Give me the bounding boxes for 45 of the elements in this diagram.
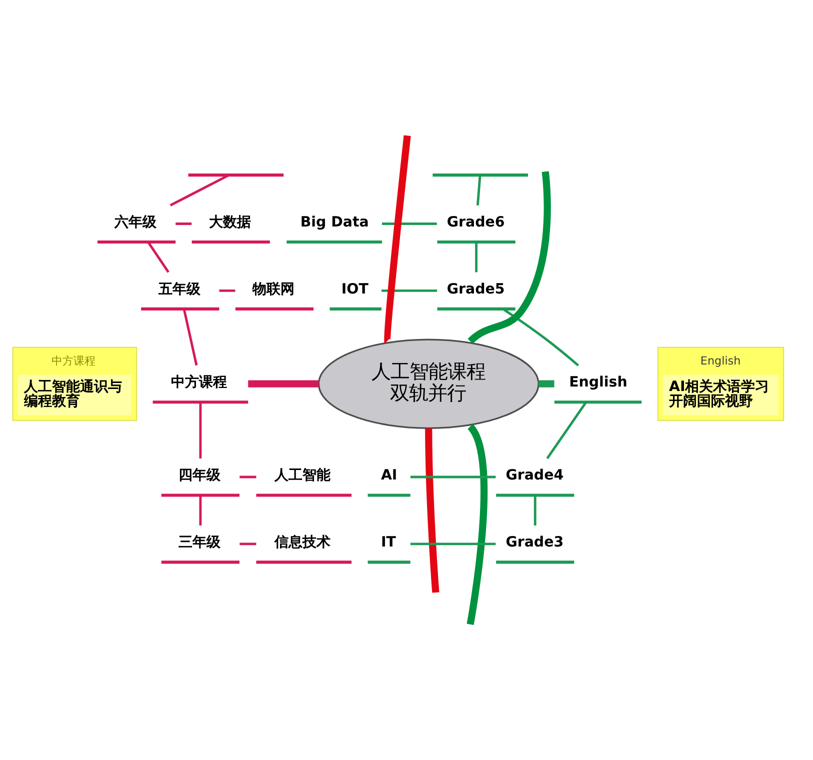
connector (382, 222, 437, 225)
connector (176, 222, 192, 225)
connector (199, 495, 202, 526)
connector (199, 402, 202, 458)
node-bar (432, 174, 528, 177)
connector (383, 135, 411, 342)
connector (534, 495, 536, 526)
node-bar (188, 174, 284, 177)
connector (240, 476, 256, 478)
node-text: Big Data (300, 214, 369, 230)
node-text: IOT (341, 281, 368, 298)
node-text: 人工智能 (274, 468, 330, 484)
connector (248, 380, 319, 388)
connector (410, 542, 496, 546)
node-text: 中方课程 (171, 374, 228, 391)
connector (468, 171, 551, 344)
node-text: 六年级 (114, 214, 157, 230)
node-text: 信息技术 (274, 534, 330, 551)
node-text: 大数据 (209, 214, 252, 230)
node-text: AI (380, 468, 398, 484)
node-text: Grade6 (446, 214, 505, 230)
connector (240, 542, 256, 546)
node-text: Grade3 (506, 534, 564, 551)
node-text: 物联网 (252, 281, 295, 298)
node-text: 五年级 (158, 281, 200, 298)
connector (170, 174, 230, 206)
connector (476, 175, 482, 206)
connector (425, 428, 440, 593)
node-text: Grade4 (506, 468, 564, 484)
connector (546, 402, 587, 460)
connector (502, 308, 580, 366)
connector (475, 242, 478, 272)
connector (538, 380, 554, 388)
connector (382, 289, 438, 292)
node-text: IT (380, 534, 396, 551)
connector (147, 241, 170, 273)
node-text: 四年级 (178, 468, 221, 484)
node-text: English (569, 374, 628, 391)
node-ellipse: 人工智能课程双轨并行 (318, 338, 540, 429)
connector (410, 476, 496, 478)
connector (466, 424, 488, 625)
connector (182, 309, 198, 366)
connector (219, 289, 236, 292)
node-text: 三年级 (178, 534, 221, 551)
node-text: Grade5 (446, 281, 505, 298)
